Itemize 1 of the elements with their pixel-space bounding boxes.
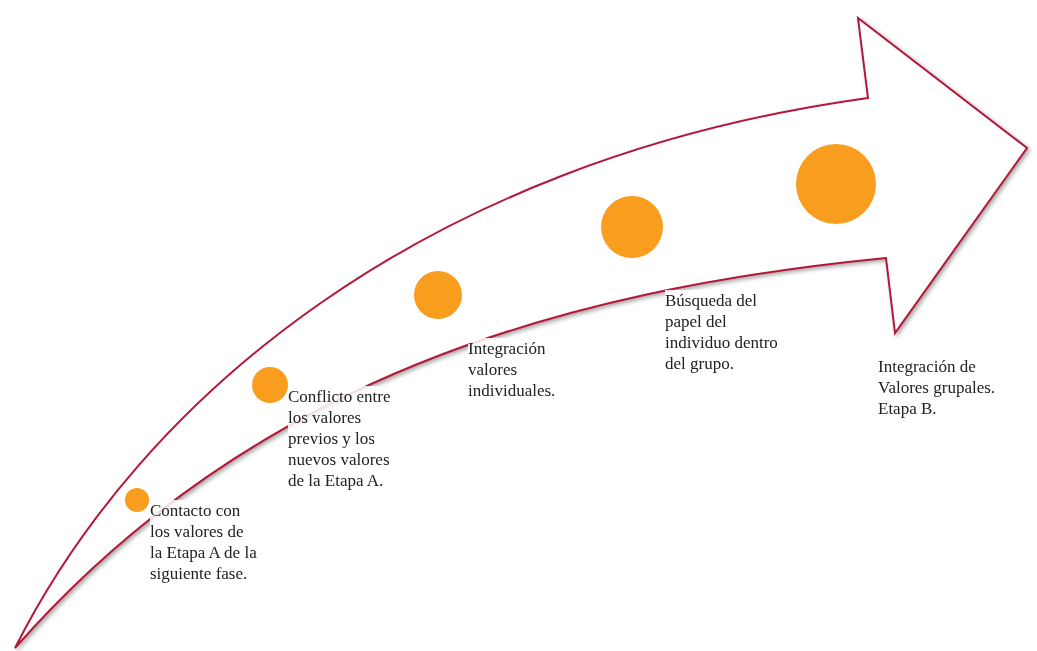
step-text: Contacto con los valores de la Etapa A de la siguiente fase. (150, 500, 258, 584)
